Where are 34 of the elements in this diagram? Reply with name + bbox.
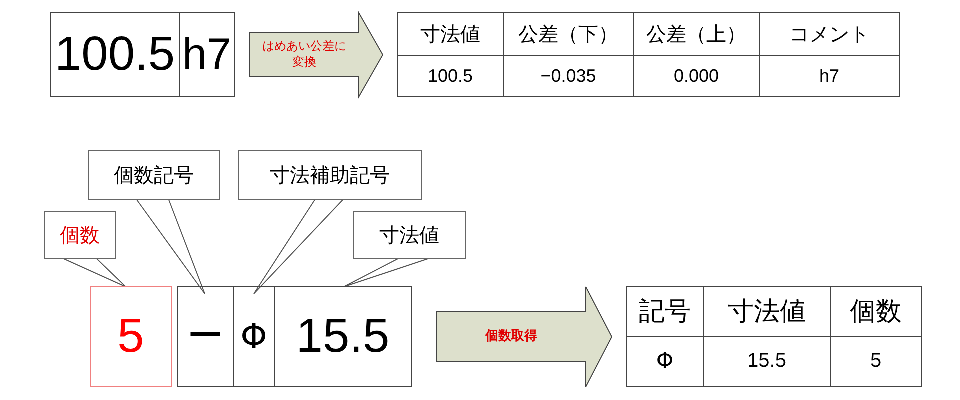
callout-label: 寸法値 [353, 211, 466, 259]
table-value: −0.035 [504, 56, 634, 96]
callout-label: 寸法補助記号 [238, 150, 422, 200]
table-value: 15.5 [704, 337, 831, 386]
edge-label: はめあい公差に変換 [262, 38, 348, 71]
tolerance-box: h7 [179, 12, 235, 97]
table-value: 100.5 [398, 56, 504, 96]
data-table [626, 286, 922, 387]
table-value: Φ [627, 337, 704, 386]
data-table [397, 12, 900, 97]
column-header: コメント [760, 13, 899, 56]
dimension-symbol-box: Φ [233, 286, 275, 387]
column-header: 個数 [831, 287, 921, 337]
block-arrow [250, 11, 384, 99]
block-arrow [436, 286, 613, 388]
column-header: 公差（下） [504, 13, 634, 56]
column-header: 寸法値 [398, 13, 504, 56]
column-header: 公差（上） [634, 13, 760, 56]
dimension-value-box: 15.5 [274, 286, 412, 387]
table-value: 5 [831, 337, 921, 386]
column-header: 寸法値 [704, 287, 831, 337]
count-symbol-box: ー [177, 286, 234, 387]
leader-line [254, 200, 344, 294]
count-box: 5 [90, 286, 172, 387]
edge-label: 個数取得 [484, 328, 538, 346]
leader-line [64, 258, 126, 288]
leader-line [136, 200, 206, 294]
callout-label: 個数記号 [88, 150, 220, 200]
callout-label: 個数 [44, 211, 116, 259]
table-value: 0.000 [634, 56, 760, 96]
column-header: 記号 [627, 287, 704, 337]
leader-line [344, 258, 428, 288]
table-value: h7 [760, 56, 899, 96]
value-box: 100.5 [50, 12, 180, 97]
